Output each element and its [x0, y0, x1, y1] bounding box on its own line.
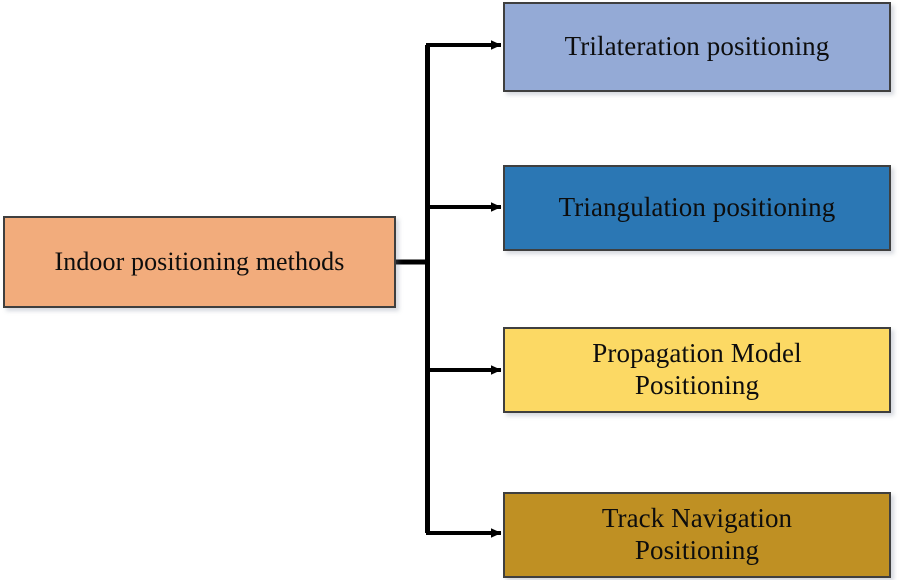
node-indoor-positioning-methods[interactable]: Indoor positioning methods — [3, 216, 396, 308]
node-root-label: Indoor positioning methods — [54, 246, 345, 276]
node-propagation-model-positioning[interactable]: Propagation Model Positioning — [503, 327, 891, 413]
node-child-0-label: Trilateration positioning — [564, 31, 830, 62]
node-track-navigation-positioning[interactable]: Track Navigation Positioning — [503, 492, 891, 578]
node-child-1-label: Triangulation positioning — [558, 192, 836, 223]
node-triangulation-positioning[interactable]: Triangulation positioning — [503, 165, 891, 251]
node-trilateration-positioning[interactable]: Trilateration positioning — [503, 2, 891, 92]
node-child-3-label: Track Navigation Positioning — [601, 503, 793, 565]
node-child-2-label: Propagation Model Positioning — [592, 338, 802, 400]
